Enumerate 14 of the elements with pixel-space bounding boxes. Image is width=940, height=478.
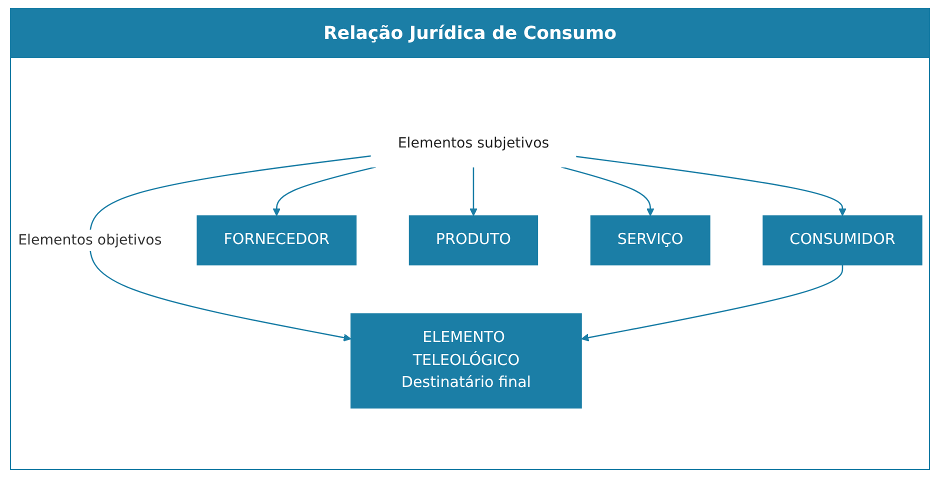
arrow (470, 166, 478, 216)
node-box: FORNECEDOR (196, 215, 357, 266)
arrow (576, 156, 846, 216)
node-box: SERVIÇO (590, 215, 710, 266)
edge-label: Elementos objetivos (18, 231, 162, 248)
node-text: Elementos subjetivos (398, 134, 550, 151)
node-box: PRODUTO (408, 215, 538, 266)
arrow (560, 166, 654, 216)
arrow (89, 155, 372, 342)
node-box: ELEMENTO TELEOLÓGICO Destinatário final (350, 313, 582, 408)
arrow (581, 264, 844, 342)
node-box: CONSUMIDOR (762, 215, 922, 266)
arrow (272, 166, 376, 216)
diagram-title: Relação Jurídica de Consumo (11, 9, 929, 58)
